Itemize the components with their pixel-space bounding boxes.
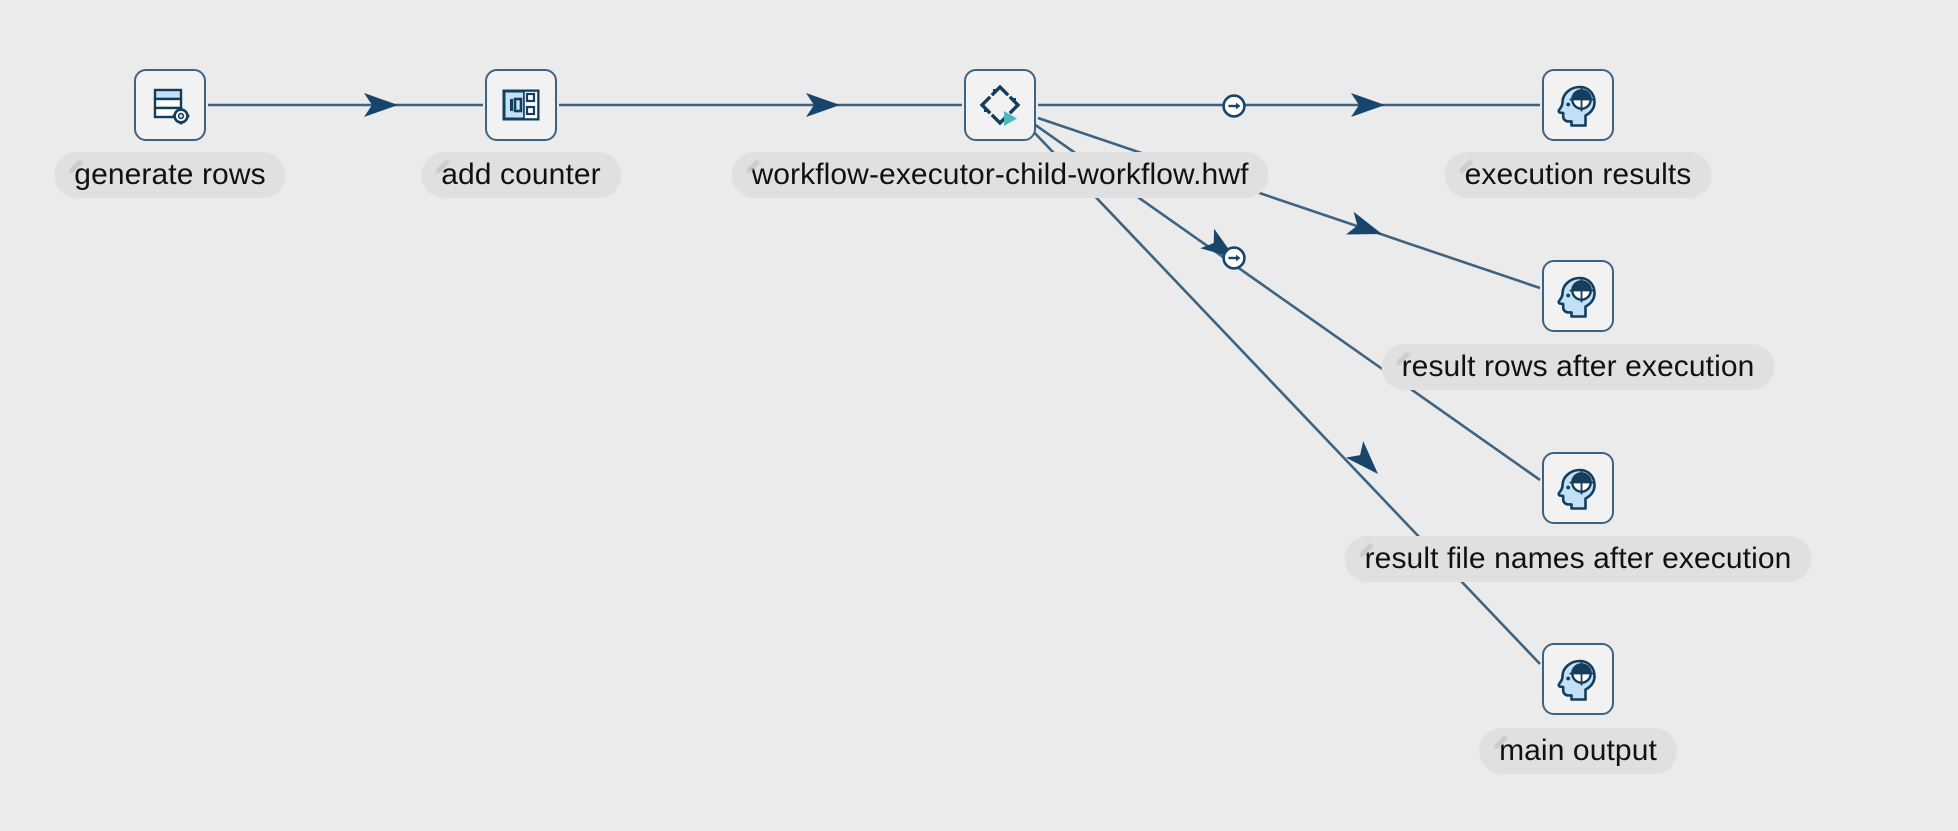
node-label-workflow-executor-child-workflow[interactable]: workflow-executor-child-workflow.hwf xyxy=(731,152,1269,198)
node-execution-results[interactable] xyxy=(1542,69,1614,141)
hop-marker-result-rows[interactable] xyxy=(1221,245,1247,271)
hop-marker-execution-results[interactable] xyxy=(1221,93,1247,119)
node-label-result-rows-after-execution[interactable]: result rows after execution xyxy=(1381,344,1775,390)
node-label-add-counter[interactable]: add counter xyxy=(421,152,621,198)
head-brain-icon xyxy=(1556,657,1600,701)
node-generate-rows[interactable] xyxy=(134,69,206,141)
edge-arrowhead xyxy=(806,93,840,117)
node-label-text: main output xyxy=(1499,734,1657,767)
workflow-executor-icon xyxy=(977,82,1023,128)
node-label-result-file-names-after-execution[interactable]: result file names after execution xyxy=(1344,536,1812,582)
node-main-output[interactable] xyxy=(1542,643,1614,715)
edge-line[interactable] xyxy=(1037,116,1541,290)
edge-arrowhead xyxy=(364,93,398,117)
head-brain-icon xyxy=(1556,466,1600,510)
edge-arrowhead xyxy=(1345,441,1378,474)
node-label-text: generate rows xyxy=(74,158,266,191)
node-label-text: result file names after execution xyxy=(1364,542,1792,575)
node-label-text: add counter xyxy=(441,158,601,191)
table-gear-icon xyxy=(148,83,192,127)
edge-arrowhead xyxy=(1351,93,1385,117)
node-label-execution-results[interactable]: execution results xyxy=(1444,152,1712,198)
sequence-box-icon xyxy=(499,83,543,127)
node-add-counter[interactable] xyxy=(485,69,557,141)
node-result-file-names-after-execution[interactable] xyxy=(1542,452,1614,524)
node-workflow-executor-child-workflow[interactable] xyxy=(964,69,1036,141)
node-label-text: workflow-executor-child-workflow.hwf xyxy=(751,158,1249,191)
node-label-generate-rows[interactable]: generate rows xyxy=(54,152,286,198)
node-label-main-output[interactable]: main output xyxy=(1479,728,1677,774)
node-label-text: execution results xyxy=(1464,158,1692,191)
edge-arrowhead xyxy=(1345,211,1382,235)
head-brain-icon xyxy=(1556,83,1600,127)
edge-line[interactable] xyxy=(1029,127,1541,665)
node-label-text: result rows after execution xyxy=(1401,350,1755,383)
node-result-rows-after-execution[interactable] xyxy=(1542,260,1614,332)
head-brain-icon xyxy=(1556,274,1600,318)
